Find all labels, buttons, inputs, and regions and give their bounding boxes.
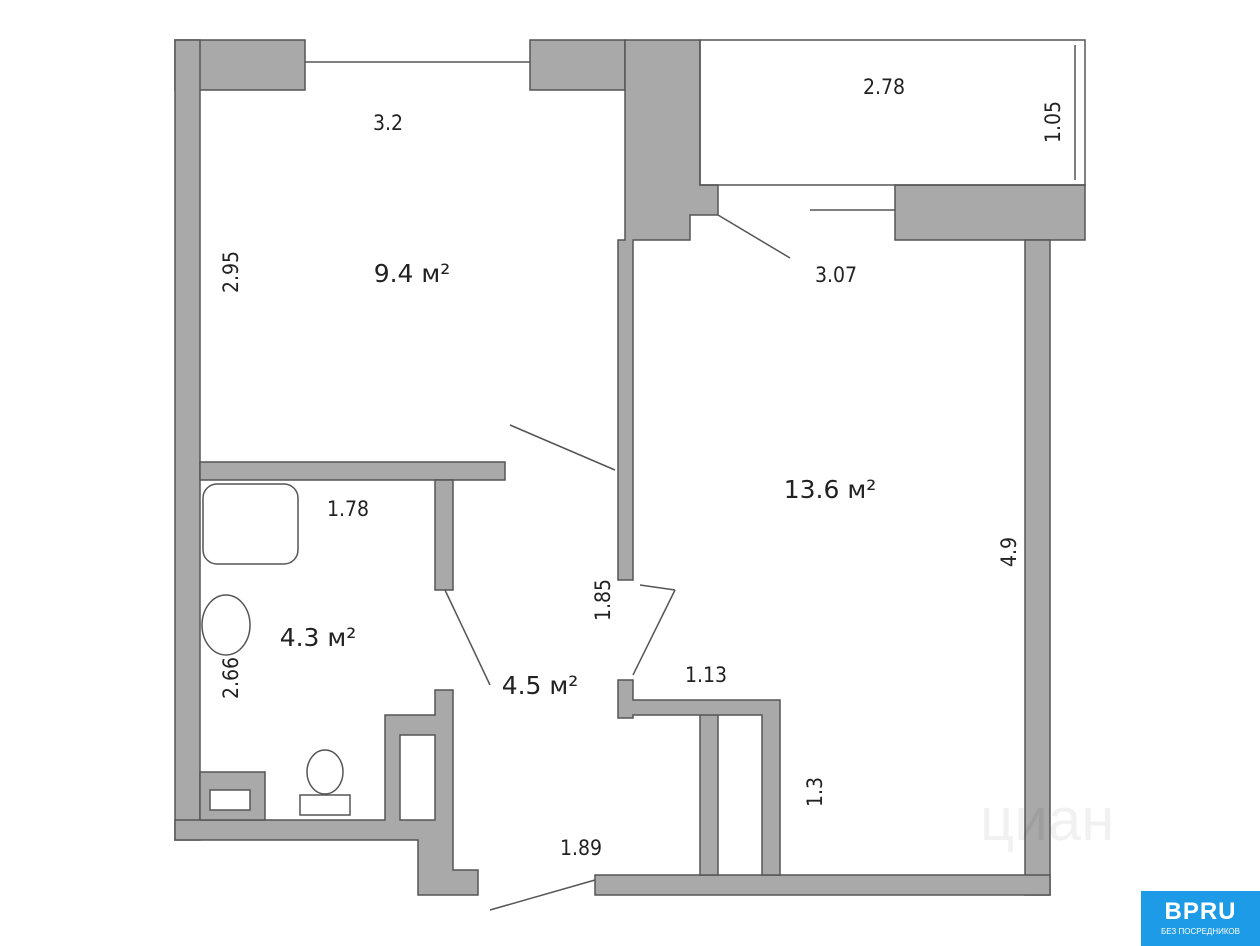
dim-hall-height: 1.85 [591,579,615,621]
watermark: циан [980,786,1114,853]
dim-hall-width: 1.89 [560,836,602,860]
dim-bedroom-width: 3.2 [373,111,403,135]
walls [174,39,1086,911]
area-hallway: 4.5 м² [502,671,579,700]
sink-icon [201,594,251,656]
dim-bath-width: 1.78 [327,497,369,521]
toilet-icon [306,749,344,795]
dim-balcony-width: 2.78 [863,75,905,99]
logo-brand: BPRU [1164,898,1237,925]
dim-living-height: 4.9 [997,537,1021,567]
dim-bedroom-height: 2.95 [219,251,243,293]
bathtub-icon [202,483,299,565]
dim-living-width: 3.07 [815,263,857,287]
fixtures [201,483,351,816]
dim-niche-width: 1.13 [685,663,727,687]
area-bathroom: 4.3 м² [280,623,357,652]
area-bedroom: 9.4 м² [374,259,451,288]
logo-tagline: БЕЗ ПОСРЕДНИКОВ [1161,927,1240,936]
bpru-logo: BPRU БЕЗ ПОСРЕДНИКОВ [1141,891,1260,946]
dim-balcony-depth: 1.05 [1041,101,1065,143]
area-living: 13.6 м² [784,475,877,504]
dim-bath-height: 2.66 [219,657,243,699]
dim-niche-height: 1.3 [803,777,827,807]
